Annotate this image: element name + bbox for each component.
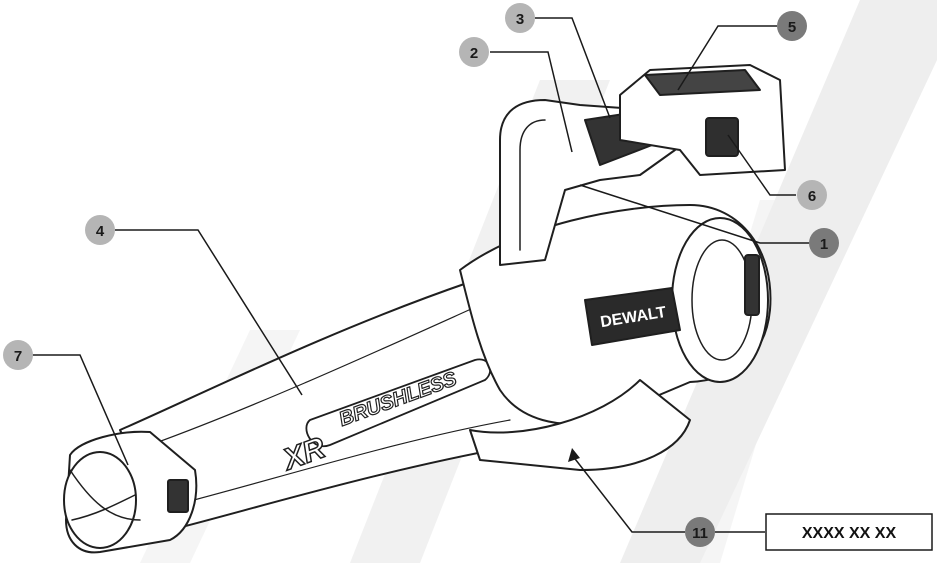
leader-11 (571, 454, 685, 533)
battery-release (705, 117, 739, 157)
nozzle-vent (167, 479, 189, 513)
nozzle-opening (63, 451, 137, 549)
callout-label-3: 3 (516, 11, 524, 28)
callout-label-11: 11 (692, 525, 708, 542)
callout-label-7: 7 (14, 348, 22, 365)
callout-badge-3: 3 (505, 3, 535, 33)
brushless-label (305, 358, 492, 448)
dewalt-badge (584, 287, 681, 346)
leader-7 (30, 354, 129, 466)
bottom-grip (469, 379, 691, 471)
motor-vent (744, 254, 760, 316)
blower-illustration (63, 64, 786, 554)
callout-label-4: 4 (96, 223, 105, 240)
leader-lines (30, 17, 809, 533)
date-code-box: XXXX XX XX (765, 513, 933, 551)
leader-3 (535, 17, 611, 119)
callout-badge-7: 7 (3, 340, 33, 370)
callout-badge-6: 6 (797, 180, 827, 210)
leader-5 (677, 25, 777, 91)
leader-4 (115, 229, 303, 396)
callout-badge-4: 4 (85, 215, 115, 245)
leader-11-arrowhead (568, 448, 580, 462)
callout-label-1: 1 (820, 236, 828, 253)
callout-label-2: 2 (470, 45, 478, 62)
callout-badge-5: 5 (777, 11, 807, 41)
date-code-text: XXXX XX XX (802, 525, 897, 542)
leader-1 (579, 184, 809, 244)
callout-label-6: 6 (808, 188, 816, 205)
callout-label-5: 5 (788, 19, 796, 36)
callout-badge-11: 11 (685, 517, 715, 547)
leader-6 (727, 134, 796, 196)
callout-badge-1: 1 (809, 228, 839, 258)
callout-badge-2: 2 (459, 37, 489, 67)
leader-2 (490, 51, 573, 153)
